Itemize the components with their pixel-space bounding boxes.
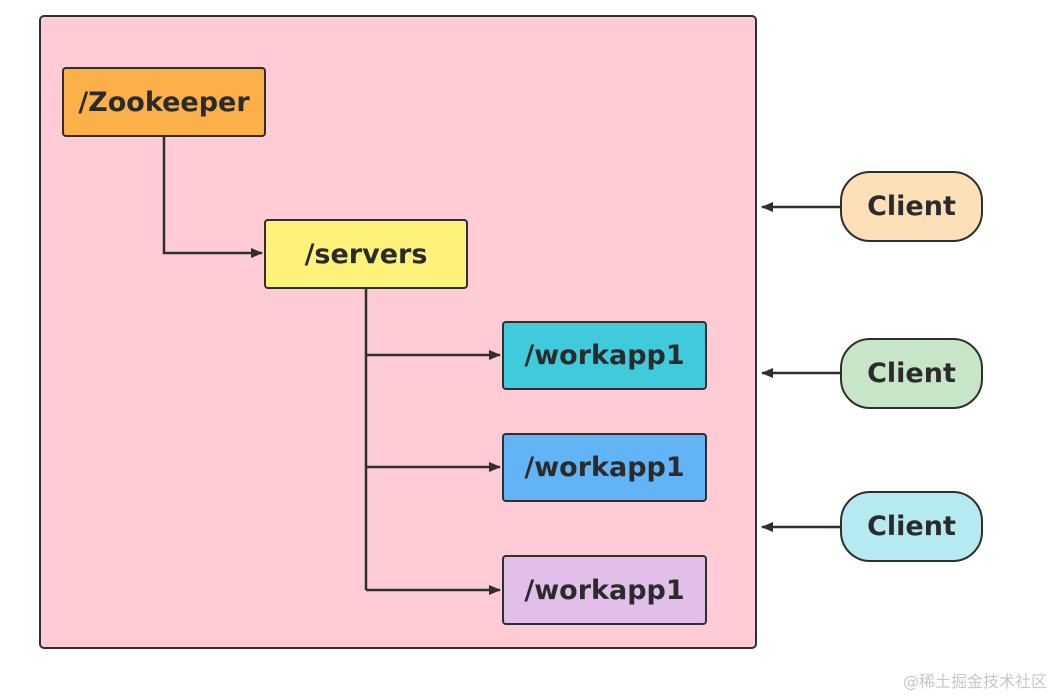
servers-node: /servers xyxy=(264,219,468,289)
watermark-text: @稀土掘金技术社区 xyxy=(902,672,1047,691)
workapp-node-1: /workapp1 xyxy=(502,321,707,390)
connector-root-to-servers xyxy=(162,136,263,258)
client-node-2: Client xyxy=(840,338,983,409)
client-node-3: Client xyxy=(840,491,983,562)
client-node-1: Client xyxy=(840,171,983,242)
workapp-node-3: /workapp1 xyxy=(502,555,707,625)
zookeeper-root-node: /Zookeeper xyxy=(62,67,266,137)
workapp-node-2: /workapp1 xyxy=(502,433,707,502)
